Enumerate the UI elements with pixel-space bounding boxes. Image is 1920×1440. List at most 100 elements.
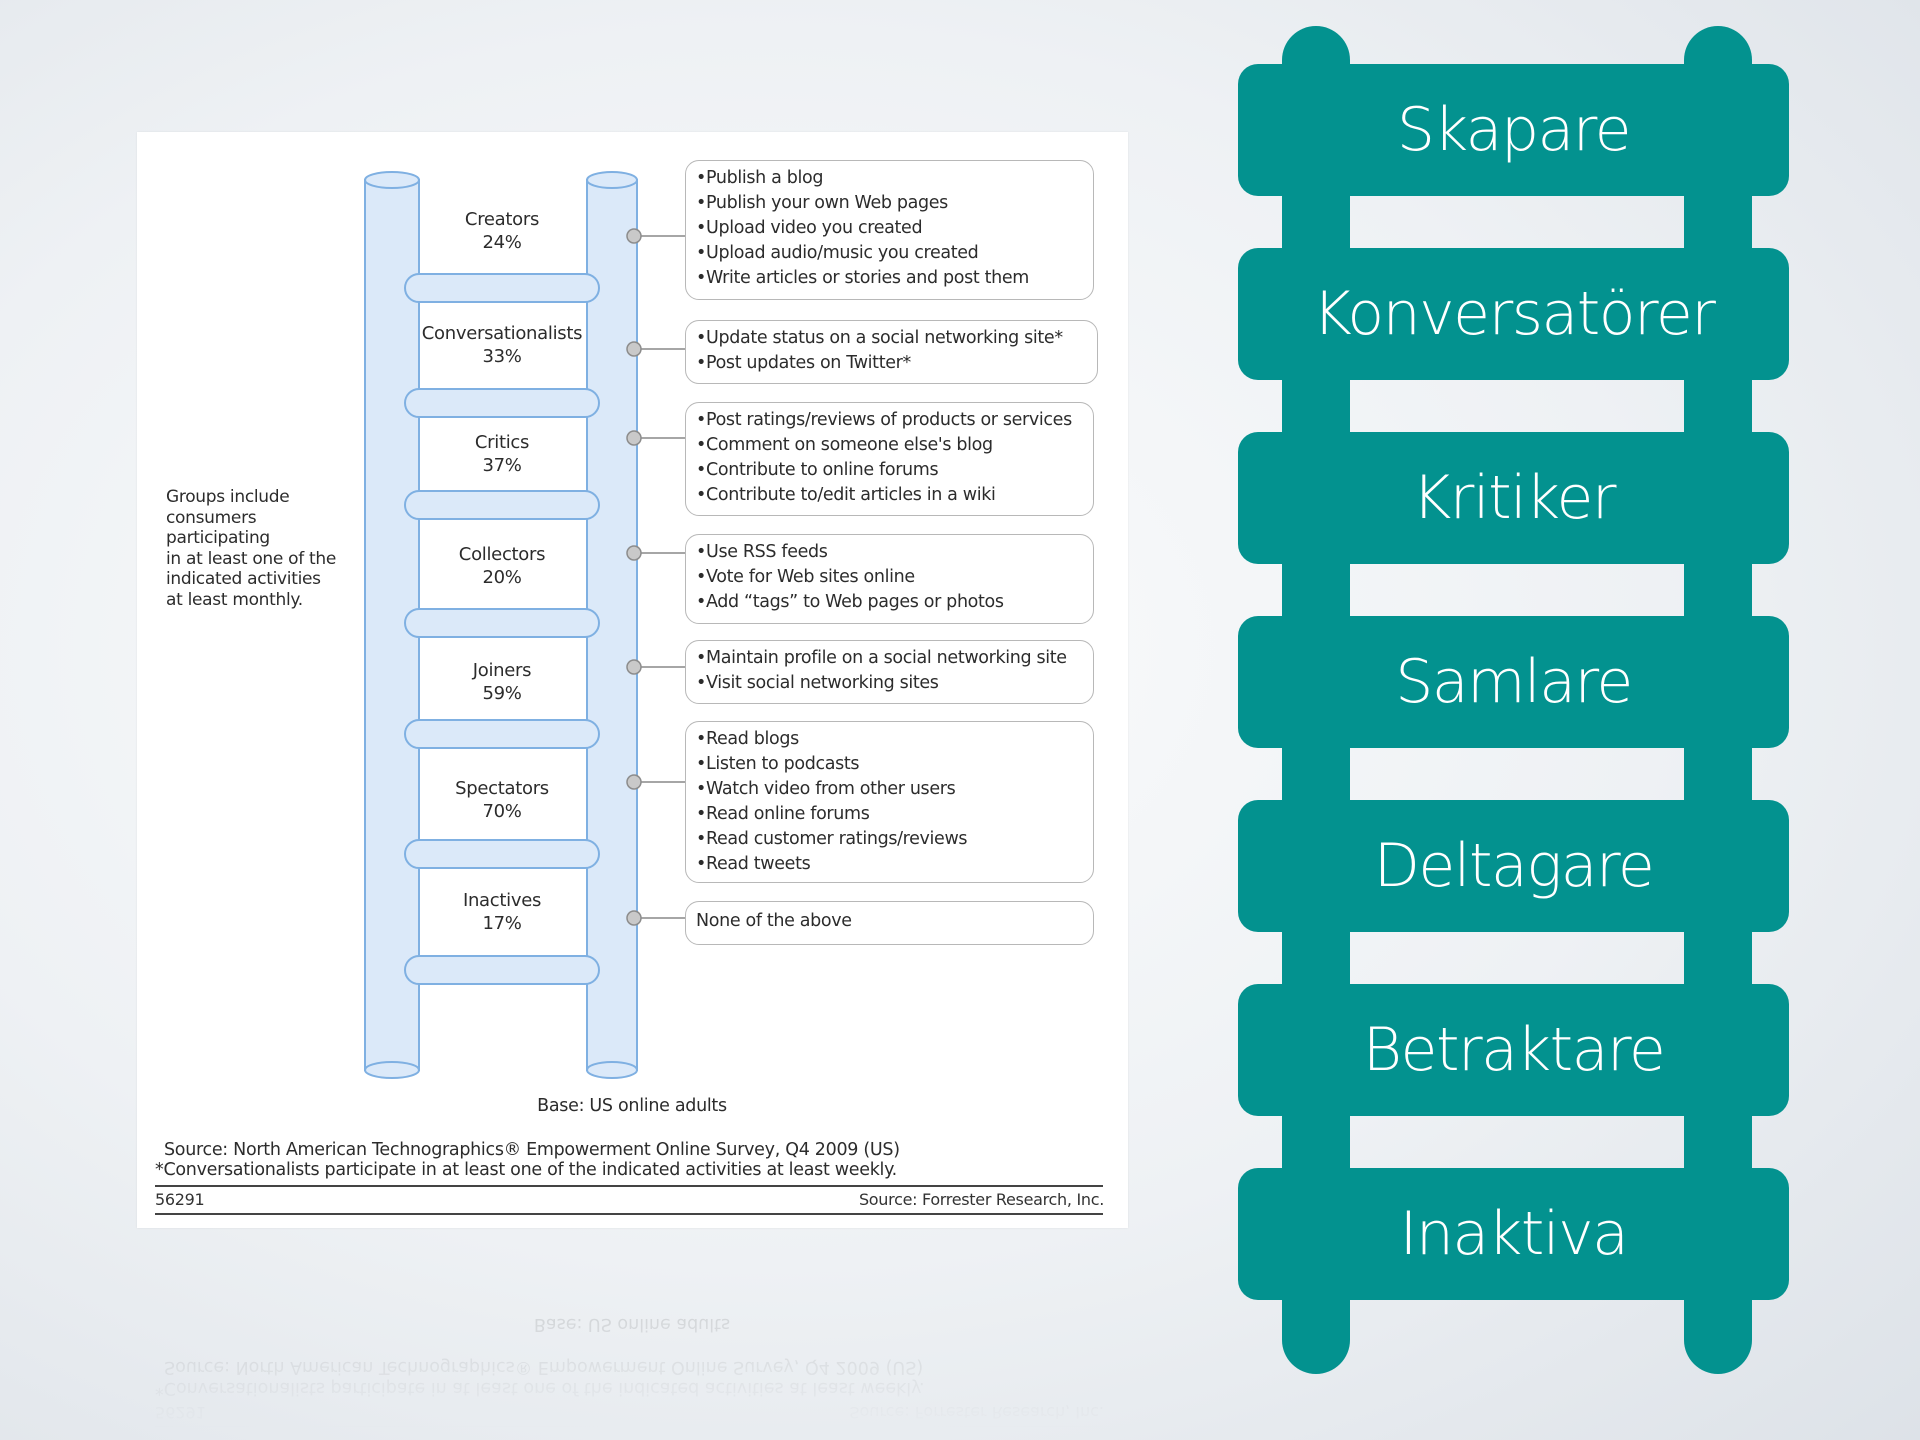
rung-percent: 37% [482,455,522,476]
ladder-rung-bar [404,273,600,303]
rung-name: Conversationalists [421,323,583,344]
activities-box-spectators: Read blogs Listen to podcasts Watch vide… [685,721,1094,883]
activity-item: Contribute to/edit articles in a wiki [696,483,1093,508]
activity-item: Publish a blog [696,166,1093,191]
rung-name: Critics [474,432,530,453]
connector-dot [626,910,642,926]
rung-label-creators: Creators 24% [407,208,597,254]
activity-item: Read tweets [696,852,1093,877]
figure-reflection: 56291 Source: Forrester Research, Inc. *… [137,1230,1128,1440]
ladder-rung-bar [404,388,600,418]
ladder-rung-bar [404,719,600,749]
activities-box-joiners: Maintain profile on a social networking … [685,640,1094,704]
blue-ladder-graphic [364,171,685,1079]
base-label-reflection: Base: US online adults [533,1314,731,1334]
rung-percent: 59% [482,683,522,704]
activities-box-inactives: None of the above [685,901,1094,945]
rung-label-collectors: Collectors 20% [407,543,597,589]
connector-dot [626,228,642,244]
rung-label-joiners: Joiners 59% [407,659,597,705]
activity-item: Post updates on Twitter* [696,351,1097,376]
rung-label: Samlare [1395,647,1633,717]
rung-label: Skapare [1396,95,1632,165]
groups-note-line: consumers [166,507,257,528]
activity-item: Listen to podcasts [696,752,1093,777]
figure-credit-reflection: Source: Forrester Research, Inc. [849,1403,1104,1422]
activity-item: Read online forums [696,802,1093,827]
activities-box-creators: Publish a blog Publish your own Web page… [685,160,1094,300]
activity-item: Upload audio/music you created [696,241,1093,266]
activity-item: None of the above [696,911,852,931]
figure-id: 56291 [155,1190,205,1209]
rung-label-spectators: Spectators 70% [407,777,597,823]
connector-dot [626,774,642,790]
activities-box-conversationalists: Update status on a social networking sit… [685,320,1098,384]
activity-item: Post ratings/reviews of products or serv… [696,408,1093,433]
activity-item: Update status on a social networking sit… [696,326,1097,351]
rung-label: Betraktare [1362,1015,1666,1085]
ladder-rung-inaktiva: Inaktiva [1238,1168,1789,1300]
footnote-reflection: *Conversationalists participate in at le… [155,1378,925,1398]
rung-percent: 20% [482,567,522,588]
ladder-rung-bar [404,839,600,869]
rung-label-critics: Critics 37% [407,431,597,477]
reflection-content: 56291 Source: Forrester Research, Inc. *… [137,1230,1128,1430]
rail-base [586,1061,638,1079]
ladder-rung-betraktare: Betraktare [1238,984,1789,1116]
rung-label: Konversatörer [1312,279,1716,349]
ladder-rung-deltagare: Deltagare [1238,800,1789,932]
rung-percent: 17% [482,913,522,934]
activity-item: Vote for Web sites online [696,565,1093,590]
rung-percent: 24% [482,232,522,253]
activity-item: Write articles or stories and post them [696,266,1093,291]
rail-base [364,1061,420,1079]
rung-label: Deltagare [1373,831,1655,901]
activity-item: Contribute to online forums [696,458,1093,483]
rail-cap [586,171,638,189]
activity-item: Comment on someone else's blog [696,433,1093,458]
rail-cap [364,171,420,189]
connector-dot [626,545,642,561]
base-label: Base: US online adults [537,1096,727,1116]
rung-name: Spectators [455,778,549,799]
rung-percent: 70% [482,801,522,822]
rung-label: Kritiker [1411,463,1617,533]
activity-item: Add “tags” to Web pages or photos [696,590,1093,615]
groups-note-line: at least monthly. [166,589,303,610]
figure-credit: Source: Forrester Research, Inc. [858,1190,1104,1209]
ladder-rung-bar [404,955,600,985]
groups-note-line: in at least one of the [166,548,337,569]
activity-item: Maintain profile on a social networking … [696,646,1093,671]
rung-name: Collectors [458,544,546,565]
groups-note: Groups include consumers participating i… [166,487,356,610]
source-line-reflection: Source: North American Technographics® E… [164,1357,924,1377]
rung-label-inactives: Inactives 17% [407,889,597,935]
activity-item: Read blogs [696,727,1093,752]
source-line: Source: North American Technographics® E… [164,1140,900,1160]
connector-dot [626,341,642,357]
groups-note-line: Groups include [166,487,290,507]
activity-item: Use RSS feeds [696,540,1093,565]
ladder-rung-konversatorer: Konversatörer [1238,248,1789,380]
groups-note-line: participating [166,528,270,548]
rung-label: Inaktiva [1399,1199,1629,1269]
rung-label-conversationalists: Conversationalists 33% [407,322,597,368]
rung-name: Inactives [462,890,542,911]
ladder-rung-samlare: Samlare [1238,616,1789,748]
activity-item: Read customer ratings/reviews [696,827,1093,852]
ladder-rung-bar [404,608,600,638]
activities-box-collectors: Use RSS feeds Vote for Web sites online … [685,534,1094,624]
activity-item: Publish your own Web pages [696,191,1093,216]
divider [155,1426,1103,1428]
activity-item: Visit social networking sites [696,671,1093,696]
activity-item: Watch video from other users [696,777,1093,802]
groups-note-line: indicated activities [166,569,321,589]
divider [155,1185,1103,1187]
activities-box-critics: Post ratings/reviews of products or serv… [685,402,1094,516]
ladder-rung-bar [404,490,600,520]
divider [155,1213,1103,1215]
rung-name: Joiners [472,660,532,681]
rung-name: Creators [464,209,540,230]
connector-dot [626,659,642,675]
activity-item: Upload video you created [696,216,1093,241]
